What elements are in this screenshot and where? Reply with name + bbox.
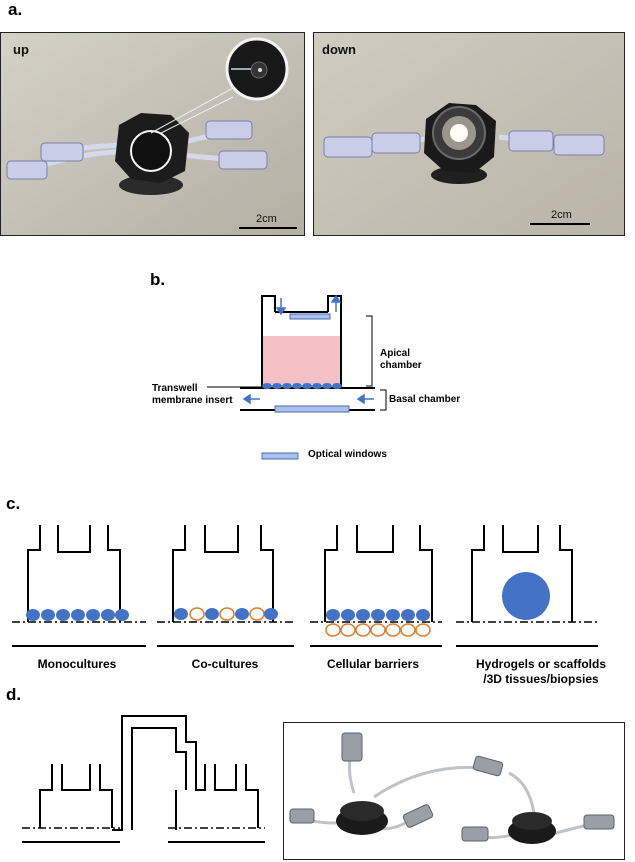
photo-connected-devices: [283, 722, 625, 860]
barrier-cells-top: [326, 609, 430, 621]
condition-label-barriers: Cellular barriers: [326, 657, 420, 671]
culture-conditions: [12, 525, 598, 647]
photo-up: up 2cm: [0, 32, 305, 236]
arrow-up-icon: [330, 294, 342, 312]
connected-chambers-schematic: [22, 715, 265, 843]
hydrogel-sphere: [502, 572, 550, 620]
legend-label: Optical windows: [308, 449, 387, 460]
condition-label-cocultures: Co-cultures: [191, 657, 259, 671]
photo-up-scale-bar: [239, 227, 297, 229]
photo-down-scale-label: 2cm: [551, 209, 572, 221]
monoculture-cells: [26, 609, 129, 621]
transwell-label: Transwell membrane insert: [152, 383, 233, 406]
legend-swatch: [261, 452, 299, 460]
photo-down: down 2cm: [313, 32, 625, 236]
basal-label: Basal chamber: [389, 394, 461, 405]
panel-label-b: b.: [150, 270, 166, 289]
coculture-cells: [174, 607, 278, 621]
connected-devices-illustration: [289, 732, 615, 844]
panel-label-c: c.: [6, 494, 21, 513]
photo-down-tag: down: [322, 42, 356, 57]
membrane-cells: [262, 383, 342, 389]
panel-label-d: d.: [6, 685, 22, 704]
photo-down-scale-bar: [530, 223, 590, 225]
apical-label: Apical chamber: [380, 348, 422, 371]
device-down-illustration: [314, 33, 624, 235]
barrier-cells-bottom: [325, 623, 431, 637]
photo-up-scale-label: 2cm: [256, 213, 277, 225]
arrow-down-icon: [275, 298, 287, 316]
apical-medium: [263, 336, 340, 384]
condition-label-hydrogels: Hydrogels or scaffolds /3D tissues/biops…: [475, 657, 607, 686]
optical-window-bottom: [274, 405, 350, 413]
chamber-schematic: [207, 294, 387, 460]
arrow-left-icon: [242, 393, 260, 405]
photo-up-tag: up: [13, 42, 29, 57]
panel-label-a: a.: [8, 0, 23, 19]
optical-window-top: [289, 313, 331, 320]
condition-label-monocultures: Monocultures: [37, 657, 117, 671]
device-up-illustration: [1, 33, 304, 235]
magnifier-circle-icon: [225, 37, 289, 101]
arrow-left-icon: [356, 393, 374, 405]
